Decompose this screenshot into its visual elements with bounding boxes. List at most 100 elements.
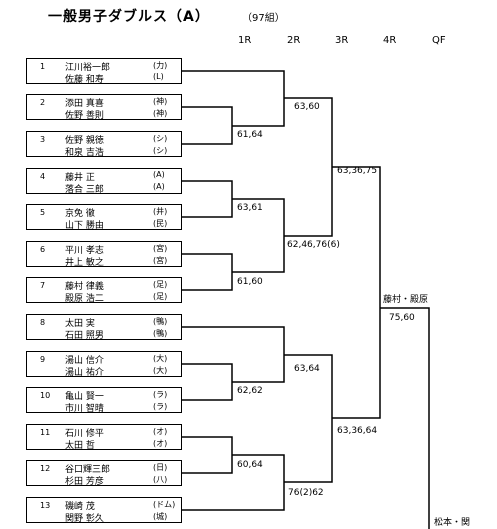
bracket-line [182,436,233,474]
round-label-qf: QF [432,35,446,46]
player-affiliation: (シ) [153,134,168,143]
player-affiliation: (神) [153,97,168,106]
bracket-line [182,363,233,401]
player-name: 藤村 律義 [65,282,104,292]
draw-entry-box: 9 湯山 信介湯山 祐介 (大) (大) [26,351,182,378]
bracket-line [182,326,285,383]
player-name: 和泉 吉浩 [65,148,104,158]
score-r1-9v10: 62,62 [237,386,263,396]
score-r2-1112v13: 76(2)62 [288,488,324,498]
player-name: 佐藤 和寿 [65,75,104,85]
player-affiliation: (A) [153,170,165,179]
player-affiliation: (A) [153,182,165,191]
score-r1-4v5: 63,61 [237,203,263,213]
player-affiliation: (日) [153,463,168,472]
player-name: 谷口輝三郎 [65,465,111,475]
bracket-line [380,307,430,529]
player-affiliation: (シ) [153,146,168,155]
player-affiliation: (鴨) [153,329,168,338]
winner-r4-top: 藤村・殿原 [383,295,429,305]
score-r3-top: 63,36,75 [337,166,378,176]
entry-number: 10 [40,391,51,400]
player-name: 湯山 信介 [65,356,104,366]
player-affiliation: (宮) [153,256,168,265]
score-r2-1v23: 63,60 [294,102,320,112]
bracket-line [182,180,233,218]
draw-entry-box: 12 谷口輝三郎杉田 芳彦 (日) (八) [26,460,182,487]
entry-number: 12 [40,464,51,473]
score-r1-6v7: 61,60 [237,277,263,287]
draw-entry-box: 4 藤井 正落合 三郎 (A) (A) [26,168,182,195]
player-affiliation: (神) [153,109,168,118]
player-affiliation: (大) [153,366,168,375]
player-affiliation: (足) [153,292,168,301]
player-name: 平川 孝志 [65,246,104,256]
score-r3-bottom: 63,36,64 [337,426,378,436]
player-affiliation: (鴨) [153,317,168,326]
entry-number: 4 [40,172,46,181]
player-affiliation: (オ) [153,427,168,436]
player-name: 藤井 正 [65,173,95,183]
player-affiliation: (井) [153,207,168,216]
player-name: 添田 真喜 [65,99,104,109]
bracket-line [182,454,285,511]
round-label-2r: 2R [287,35,301,46]
player-affiliation: (ドム) [153,500,176,509]
entry-number: 2 [40,98,46,107]
round-label-4r: 4R [383,35,397,46]
winner-r4-bottom: 松本・関 [434,518,471,528]
entry-number: 7 [40,281,46,290]
player-name: 石田 照男 [65,331,104,341]
player-name: 京免 徹 [65,209,95,219]
player-name: 太田 実 [65,319,95,329]
player-name: 関野 彰久 [65,514,104,524]
player-name: 佐野 親徳 [65,136,104,146]
score-r1-11v12: 60,64 [237,460,263,470]
player-name: 杉田 芳彦 [65,477,104,487]
bracket-line [284,97,333,237]
draw-entry-box: 3 佐野 親徳和泉 吉浩 (シ) (シ) [26,131,182,158]
player-name: 湯山 祐介 [65,368,104,378]
player-affiliation: (足) [153,280,168,289]
entry-number: 11 [40,428,51,437]
score-r2-8v910: 63,64 [294,364,320,374]
score-r4: 75,60 [389,313,415,323]
group-count: （97組） [242,13,285,24]
score-r2-45v67: 62,46,76(6) [287,240,340,250]
entry-number: 9 [40,355,46,364]
round-label-1r: 1R [238,35,252,46]
player-name: 落合 三郎 [65,185,104,195]
bracket-line [182,70,285,127]
player-affiliation: (オ) [153,439,168,448]
player-affiliation: (民) [153,219,168,228]
player-name: 太田 哲 [65,441,95,451]
bracket-line [182,253,233,291]
player-affiliation: (ラ) [153,390,168,399]
entry-number: 13 [40,501,51,510]
player-name: 江川裕一郎 [65,63,111,73]
player-affiliation: (宮) [153,244,168,253]
player-name: 石川 修平 [65,429,104,439]
player-affiliation: (城) [153,512,168,521]
player-name: 亀山 賢一 [65,392,104,402]
score-r1-2v3: 61,64 [237,130,263,140]
round-label-3r: 3R [335,35,349,46]
player-name: 殿原 浩二 [65,294,104,304]
bracket-line [284,354,333,483]
entry-number: 1 [40,62,46,71]
draw-entry-box: 7 藤村 律義殿原 浩二 (足) (足) [26,277,182,304]
player-name: 井上 敏之 [65,258,104,268]
player-affiliation: (八) [153,475,168,484]
player-affiliation: (力) [153,61,168,70]
entry-number: 3 [40,135,46,144]
player-affiliation: (大) [153,354,168,363]
draw-entry-box: 11 石川 修平太田 哲 (オ) (オ) [26,424,182,451]
